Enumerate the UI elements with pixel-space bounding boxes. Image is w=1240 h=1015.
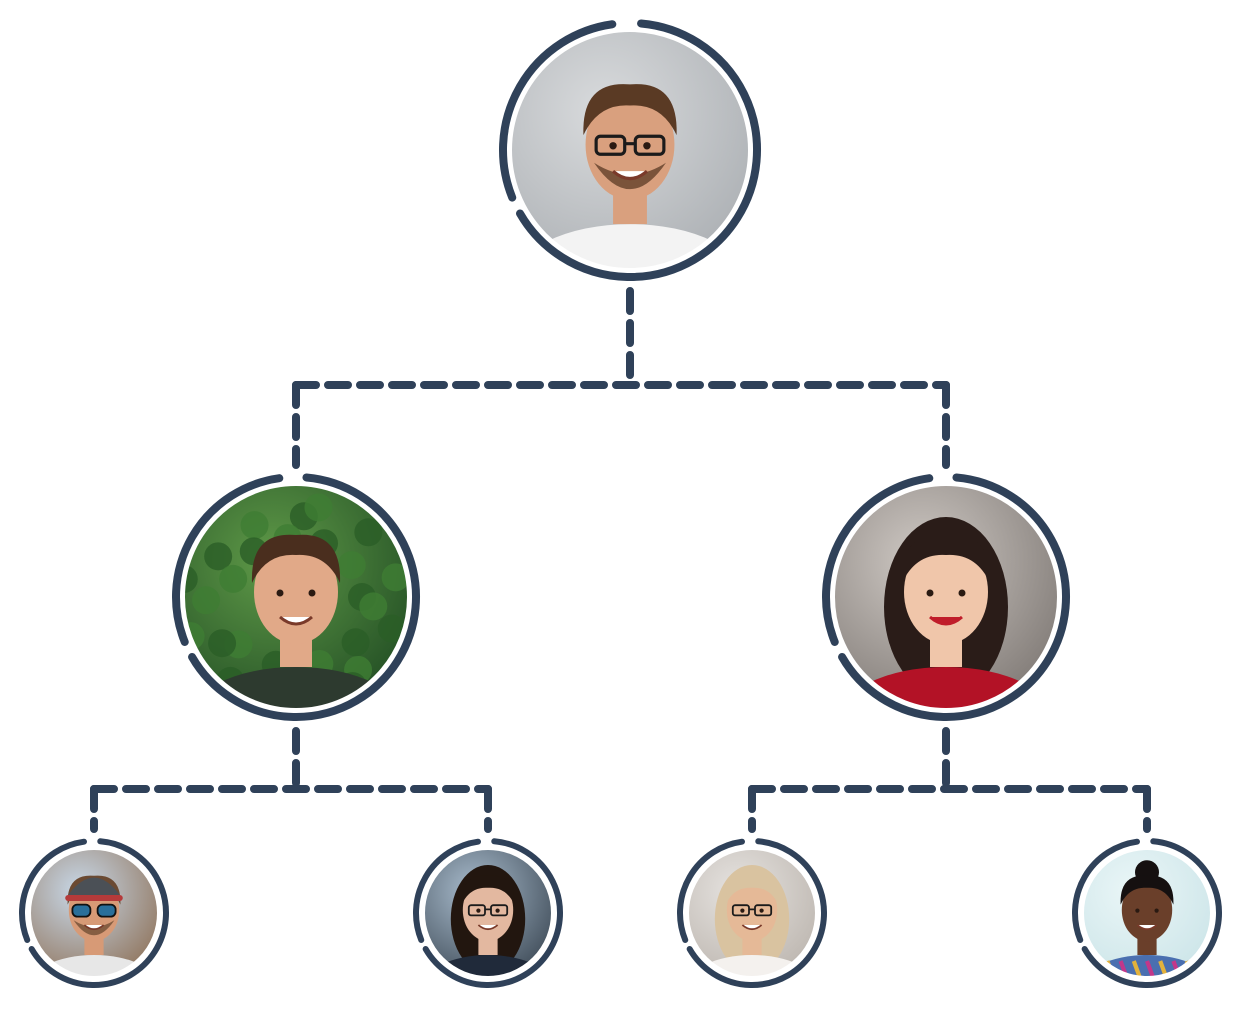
avatar-ring-arc — [19, 838, 87, 943]
avatar-inner-border — [423, 848, 553, 978]
avatar-ring-arc — [28, 838, 169, 988]
avatar-inner-border — [833, 484, 1059, 710]
avatar-ring-arc — [499, 20, 617, 202]
person-node-person-4[interactable] — [19, 838, 169, 1015]
avatar-ring-arc — [677, 838, 745, 943]
avatar-ring-arc — [686, 838, 827, 988]
avatar-ring-arc — [413, 838, 481, 943]
person-node-person-6[interactable] — [677, 838, 827, 1015]
avatar-ring-arc — [188, 473, 420, 721]
avatar-ring-arc — [822, 474, 934, 646]
avatar-inner-border — [510, 30, 750, 270]
avatar-ring-arc — [838, 473, 1070, 721]
avatar-inner-border — [687, 848, 817, 978]
nodes — [19, 19, 1222, 1015]
person-node-person-7[interactable] — [1072, 838, 1222, 1015]
avatar-inner-border — [183, 484, 409, 710]
person-node-person-5[interactable] — [413, 838, 563, 1015]
avatar-ring-arc — [516, 19, 761, 281]
avatar-inner-border — [29, 848, 159, 978]
person-node-person-3[interactable] — [822, 473, 1070, 777]
person-node-person-1[interactable] — [499, 19, 761, 341]
avatar-inner-border — [1082, 848, 1212, 978]
avatar-ring-arc — [1072, 838, 1140, 943]
avatar-ring-arc — [1081, 838, 1222, 988]
avatar-ring-arc — [172, 474, 284, 646]
person-node-person-2[interactable] — [170, 473, 420, 777]
avatar-ring-arc — [422, 838, 563, 988]
connectors — [90, 287, 1151, 833]
